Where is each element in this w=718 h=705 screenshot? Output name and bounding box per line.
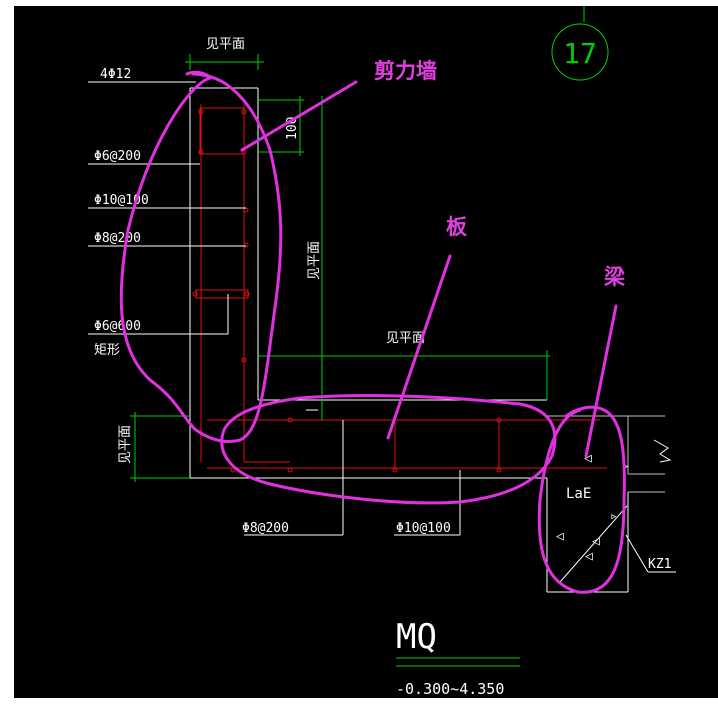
- dim-left-ref: 见平面: [118, 425, 133, 464]
- dim-top-ref: 见平面: [206, 37, 245, 52]
- svg-text:▹: ▹: [622, 459, 630, 474]
- label-top-rebar: 4Φ12: [100, 67, 131, 82]
- svg-text:◁: ◁: [556, 529, 564, 544]
- drawing-elevation: -0.300~4.350: [396, 680, 504, 698]
- annotation-beam: 梁: [603, 265, 626, 289]
- rebar-lines: [192, 104, 607, 473]
- label-lae: LaE: [566, 486, 591, 502]
- detail-marker: 17: [551, 6, 609, 81]
- svg-text:◁: ◁: [584, 451, 592, 466]
- label-tie: Φ6@600: [94, 319, 141, 334]
- label-vert2: Φ8@200: [94, 231, 141, 246]
- drawing-title: MQ: [396, 617, 437, 657]
- label-bottom-left: Φ8@200: [242, 521, 289, 536]
- label-bottom-right: Φ10@100: [396, 521, 451, 536]
- label-vert1: Φ10@100: [94, 193, 149, 208]
- label-kz: KZ1: [648, 557, 671, 572]
- dimension-lines: [130, 54, 550, 667]
- label-stirrup: Φ6@200: [94, 149, 141, 164]
- dim-slab-ref: 见平面: [386, 331, 425, 346]
- dim-right-ref: 见平面: [307, 241, 322, 280]
- svg-text:◁: ◁: [592, 534, 600, 549]
- detail-number: 17: [563, 37, 597, 70]
- svg-text:▹: ▹: [610, 509, 618, 524]
- hand-annotations: [119, 70, 626, 594]
- annotation-shear-wall: 剪力墙: [374, 59, 437, 83]
- beam-hatching: ◁ ▹ ◁ ◁ ▹ ◁: [556, 451, 630, 583]
- annotation-slab: 板: [446, 215, 468, 239]
- label-tie-note: 矩形: [94, 343, 120, 358]
- svg-text:◁: ◁: [585, 549, 593, 564]
